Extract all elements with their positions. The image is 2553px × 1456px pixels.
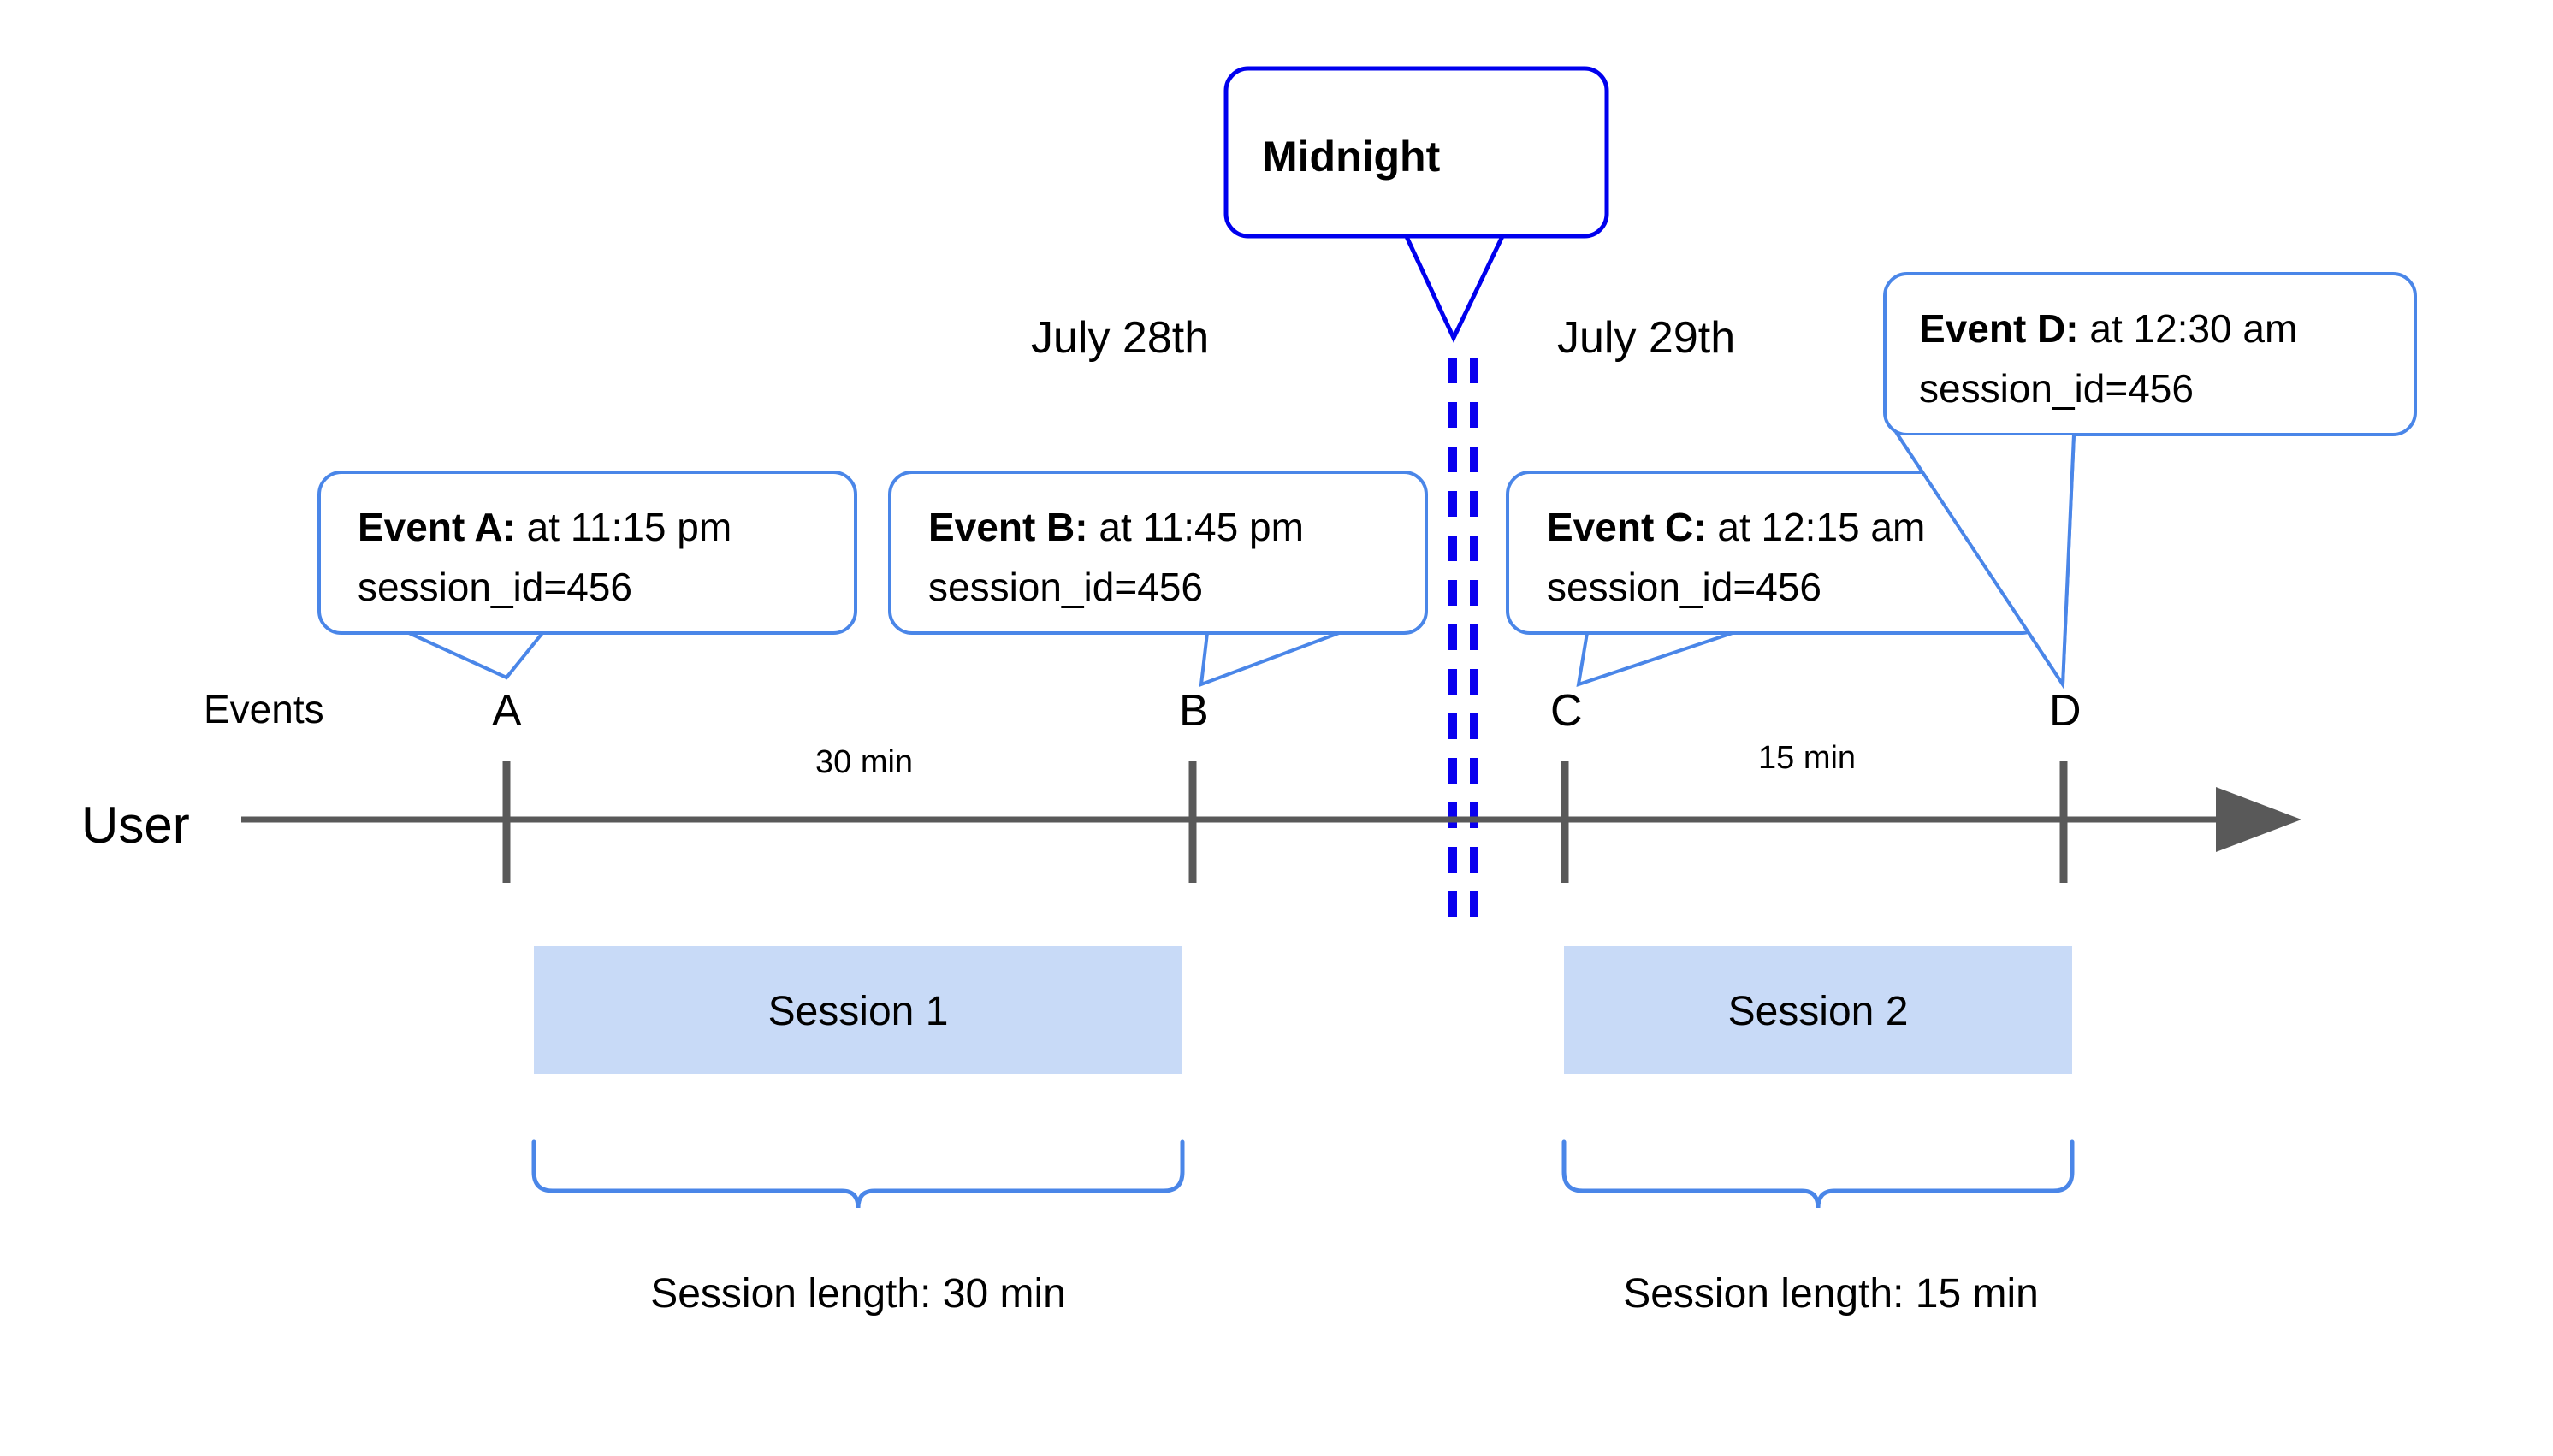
event-a-callout-box <box>317 471 857 635</box>
event-b-callout: Event B: at 11:45 pm session_id=456 <box>888 471 1428 688</box>
event-b-session-id: session_id=456 <box>928 565 1203 609</box>
event-d-callout-tail-stroke <box>1896 433 2076 690</box>
event-letter-b: B <box>1179 686 1209 736</box>
event-c-callout-tail <box>1576 631 1733 687</box>
event-letter-c: C <box>1550 686 1583 736</box>
event-a-session-id: session_id=456 <box>358 565 632 609</box>
event-a-title: Event A: <box>358 505 516 549</box>
event-d-session-id: session_id=456 <box>1919 366 2194 411</box>
timeline-arrowhead-icon <box>2216 787 2301 852</box>
midnight-divider <box>1448 358 1478 931</box>
event-a-callout: Event A: at 11:15 pm session_id=456 <box>317 471 857 680</box>
session-1-group: Session 1 Session length: 30 min <box>531 946 1185 1317</box>
events-row-label: Events <box>204 687 324 731</box>
event-b-callout-box <box>888 471 1428 635</box>
event-d-tail-overlay <box>1896 433 2076 690</box>
event-letter-a: A <box>492 686 522 736</box>
event-c-session-id: session_id=456 <box>1547 565 1821 609</box>
event-a-callout-tail <box>408 631 547 680</box>
midnight-callout-box <box>1223 66 1609 239</box>
event-c-callout: Event C: at 12:15 am session_id=456 <box>1506 471 2046 687</box>
session-1-length-label: Session length: 30 min <box>650 1271 1066 1317</box>
event-d-callout-line1: Event D: at 12:30 am <box>1919 306 2297 351</box>
session-2-group: Session 2 Session length: 15 min <box>1561 946 2075 1317</box>
gap-label-a-b: 30 min <box>815 744 913 780</box>
midnight-callout-tail <box>1400 227 1509 343</box>
event-c-callout-line1: Event C: at 12:15 am <box>1547 505 1925 549</box>
event-c-time: at 12:15 am <box>1707 505 1926 549</box>
session-1-brace <box>531 1139 1185 1209</box>
session-2-length-label: Session length: 15 min <box>1623 1271 2039 1317</box>
event-d-title: Event D: <box>1919 306 2079 351</box>
event-b-callout-tail <box>1199 631 1340 688</box>
event-b-time: at 11:45 pm <box>1088 505 1304 549</box>
event-letter-d: D <box>2049 686 2082 736</box>
event-b-callout-line1: Event B: at 11:45 pm <box>928 505 1304 549</box>
event-a-time: at 11:15 pm <box>516 505 732 549</box>
session-2-brace <box>1561 1139 2075 1209</box>
user-lane-label: User <box>81 796 190 854</box>
event-a-callout-line1: Event A: at 11:15 pm <box>358 505 732 549</box>
session-2-label: Session 2 <box>1728 989 1909 1034</box>
event-d-callout-box <box>1883 272 2417 436</box>
gap-label-c-d: 15 min <box>1758 740 1856 776</box>
event-d-time: at 12:30 am <box>2079 306 2298 351</box>
date-label-july-29: July 29th <box>1557 313 1735 363</box>
midnight-callout: Midnight <box>1223 66 1609 343</box>
event-c-title: Event C: <box>1547 505 1707 549</box>
date-label-july-28: July 28th <box>1031 313 1209 363</box>
midnight-label: Midnight <box>1262 133 1441 181</box>
timeline-axis <box>241 761 2301 883</box>
session-1-bar <box>534 946 1182 1074</box>
session-2-bar <box>1564 946 2072 1074</box>
event-b-title: Event B: <box>928 505 1088 549</box>
session-1-label: Session 1 <box>768 989 949 1034</box>
